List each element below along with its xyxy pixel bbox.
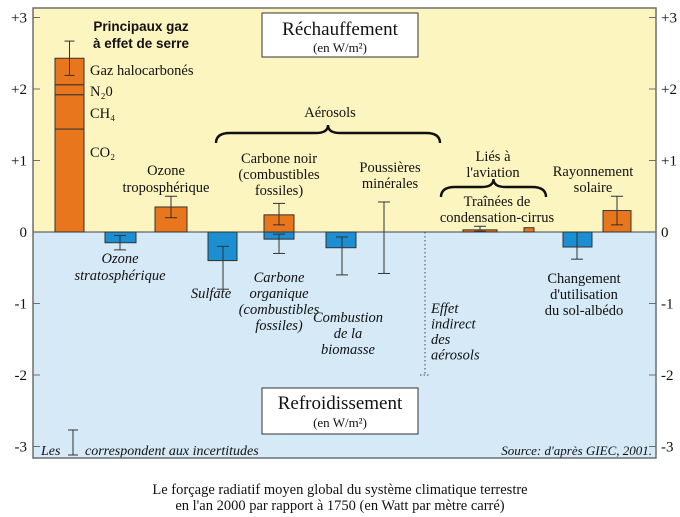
y-tick-label-right: +3 bbox=[661, 11, 677, 27]
label-albedo-line-1: Changement bbox=[547, 271, 620, 287]
ghg-segment-n2o bbox=[54, 84, 85, 96]
warming-unit: (en W/m²) bbox=[313, 40, 367, 55]
label-effet-indirect-line-4: aérosols bbox=[431, 348, 480, 364]
label-aviation-line-1: Liés à bbox=[475, 149, 511, 165]
ghg-segment-co2 bbox=[54, 128, 85, 233]
label-ozone-trop-line-2: troposphérique bbox=[123, 180, 210, 196]
bar-aviation-cirrus bbox=[523, 227, 535, 233]
ghg-title-line-2: à effet de serre bbox=[93, 36, 190, 51]
label-ozone-trop-line-1: Ozone bbox=[147, 163, 185, 179]
label-halocarbones: Gaz halocarbonés bbox=[90, 63, 194, 79]
y-tick-label-left: -3 bbox=[15, 440, 28, 456]
y-tick-label-right: 0 bbox=[661, 225, 669, 241]
warming-title: Réchauffement bbox=[282, 19, 398, 40]
label-carbone-organique-line-2: organique bbox=[249, 286, 309, 302]
y-tick-label-right: +2 bbox=[661, 82, 677, 98]
label-trainees-line-2: condensation-cirrus bbox=[440, 210, 555, 226]
error-bar-carbone-noir bbox=[273, 202, 285, 226]
aviation-brace bbox=[439, 178, 548, 198]
error-bar-carbone-organique bbox=[273, 233, 285, 254]
label-rayonnement-line-1: Rayonnement bbox=[553, 164, 634, 180]
label-carbone-organique-line-4: fossiles) bbox=[255, 318, 303, 334]
error-bar-poussieres bbox=[378, 201, 390, 274]
error-bar-ozone-trop bbox=[165, 195, 177, 219]
label-ch4: CH₄ bbox=[90, 106, 115, 122]
label-ozone-strat-line-2: stratosphérique bbox=[74, 268, 166, 284]
error-bar-ozone-strat bbox=[114, 235, 126, 251]
label-co2: CO₂ bbox=[90, 145, 115, 161]
ghg-segment-ch4 bbox=[54, 94, 85, 130]
error-bar-albedo bbox=[571, 231, 583, 260]
y-tick-label-right: +1 bbox=[661, 154, 677, 170]
warming-box bbox=[261, 12, 419, 58]
label-carbone-noir-line-3: fossiles) bbox=[255, 183, 304, 199]
label-carbone-noir-line-1: Carbone noir bbox=[241, 151, 317, 167]
ghg-title-line-1: Principaux gaz bbox=[93, 19, 189, 34]
label-combustion-line-3: biomasse bbox=[321, 342, 376, 358]
error-bar-aviation-contrails bbox=[474, 225, 486, 232]
source: Source: d'après GIEC, 2001. bbox=[501, 443, 652, 458]
aerosols-brace bbox=[214, 124, 442, 144]
label-rayonnement-line-2: solaire bbox=[574, 180, 613, 196]
y-tick-label-left: +1 bbox=[11, 154, 27, 170]
cooling-title: Refroidissement bbox=[278, 393, 403, 414]
y-tick-label-left: -1 bbox=[15, 297, 28, 313]
label-poussieres-line-2: minérales bbox=[362, 176, 419, 192]
label-poussieres-line-1: Poussières bbox=[359, 160, 421, 176]
label-effet-indirect-line-3: des bbox=[431, 332, 451, 348]
error-bar-combustion-biomasse bbox=[336, 236, 348, 276]
cooling-box bbox=[261, 387, 419, 435]
y-tick-label-left: +3 bbox=[11, 11, 27, 27]
label-carbone-organique-line-1: Carbone bbox=[254, 270, 305, 286]
label-ozone-strat-line-1: Ozone bbox=[101, 251, 139, 267]
bar-combustion-biomasse bbox=[325, 231, 357, 249]
y-tick-label-left: 0 bbox=[20, 225, 28, 241]
label-combustion-line-1: Combustion bbox=[313, 310, 383, 326]
label-carbone-organique-line-3: (combustibles bbox=[239, 302, 320, 318]
label-albedo-line-3: du sol-albédo bbox=[545, 303, 624, 319]
label-n2o: N₂0 bbox=[90, 84, 113, 100]
caption-line-1: Le forçage radiatif moyen global du syst… bbox=[152, 482, 528, 498]
y-tick-label-left: -2 bbox=[15, 368, 28, 384]
plot-frame bbox=[32, 7, 657, 459]
label-trainees-line-1: Traînées de bbox=[464, 194, 531, 210]
error-bar-sulfate bbox=[217, 245, 229, 290]
y-tick-label-right: -1 bbox=[661, 297, 674, 313]
caption-line-2: en l'an 2000 par rapport à 1750 (en Watt… bbox=[175, 498, 505, 514]
error-bar-solaire bbox=[611, 195, 623, 226]
label-sulfate: Sulfate bbox=[191, 286, 232, 302]
y-tick-label-right: -3 bbox=[661, 440, 674, 456]
cooling-unit: (en W/m²) bbox=[313, 415, 367, 430]
label-effet-indirect-line-1: Effet bbox=[430, 301, 459, 317]
y-tick-label-right: -2 bbox=[661, 368, 674, 384]
legend-les: Les bbox=[40, 444, 61, 459]
label-aviation-line-2: l'aviation bbox=[466, 165, 520, 181]
label-combustion-line-2: de la bbox=[334, 326, 363, 342]
label-aerosols: Aérosols bbox=[304, 105, 356, 121]
y-tick-label-left: +2 bbox=[11, 82, 27, 98]
label-carbone-noir-line-2: (combustibles bbox=[238, 167, 320, 183]
legend-text: correspondent aux incertitudes bbox=[85, 444, 259, 459]
label-albedo-line-2: d'utilisation bbox=[550, 287, 619, 303]
ghg-error-bar bbox=[64, 40, 75, 76]
label-effet-indirect-line-2: indirect bbox=[431, 317, 477, 333]
